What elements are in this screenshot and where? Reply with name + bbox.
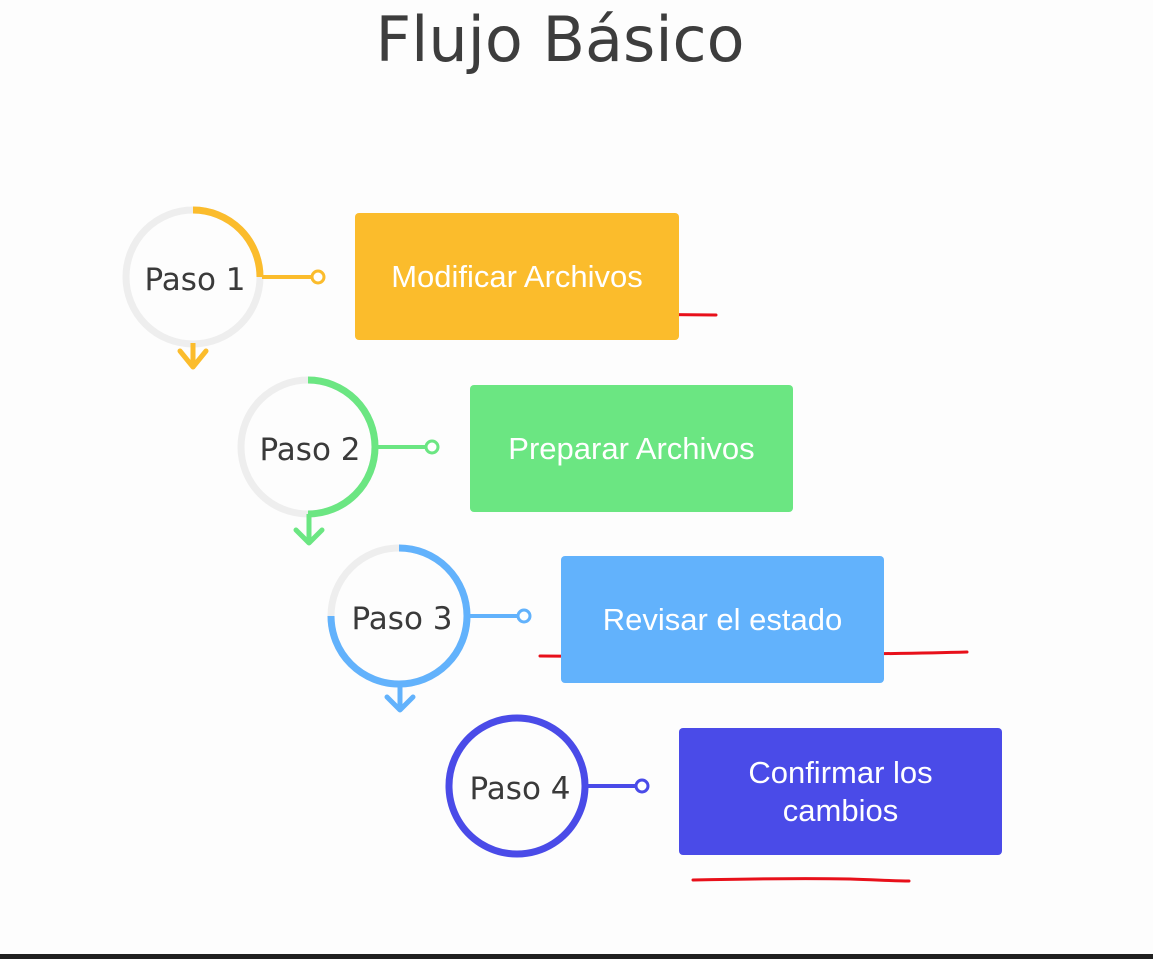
step-2-progress-arc [307, 376, 379, 518]
step-3: Paso 3 [327, 544, 532, 713]
step-3-arrow-icon [384, 694, 416, 713]
step-4-label: Paso 4 [470, 771, 571, 807]
step-1-action-box: Modificar Archivos [355, 213, 679, 340]
step-3-connector-dot [516, 608, 532, 624]
step-2-arrow-icon [293, 527, 325, 546]
step-3-label: Paso 3 [352, 601, 453, 637]
step-4-action-text: Confirmar los cambios [748, 754, 933, 828]
step-1-arrow-icon [177, 348, 209, 370]
step-4-connector-dot [634, 778, 650, 794]
step-2: Paso 2 [237, 376, 440, 546]
step-4: Paso 4 [445, 714, 650, 858]
step-1: Paso 1 [122, 206, 326, 370]
step-4-action-box: Confirmar los cambios [679, 728, 1002, 855]
step-3-action-text: Revisar el estado [602, 601, 843, 637]
step-1-action-text: Modificar Archivos [391, 258, 643, 294]
step-1-connector-dot [310, 269, 326, 285]
diagram-title: Flujo Básico [375, 3, 745, 76]
step-3-progress-arc [327, 544, 471, 688]
step-4-progress-arc [445, 714, 589, 858]
step-1-label: Paso 1 [145, 262, 246, 298]
step-3-action-box: Revisar el estado [561, 556, 884, 683]
step-2-connector-dot [424, 439, 440, 455]
step-2-action-text: Preparar Archivos [508, 430, 755, 466]
step-1-progress-arc [192, 206, 264, 278]
step-2-label: Paso 2 [260, 432, 361, 468]
step-2-action-box: Preparar Archivos [470, 385, 793, 512]
bottom-border [0, 954, 1153, 959]
annotation-underline-4 [691, 877, 911, 883]
